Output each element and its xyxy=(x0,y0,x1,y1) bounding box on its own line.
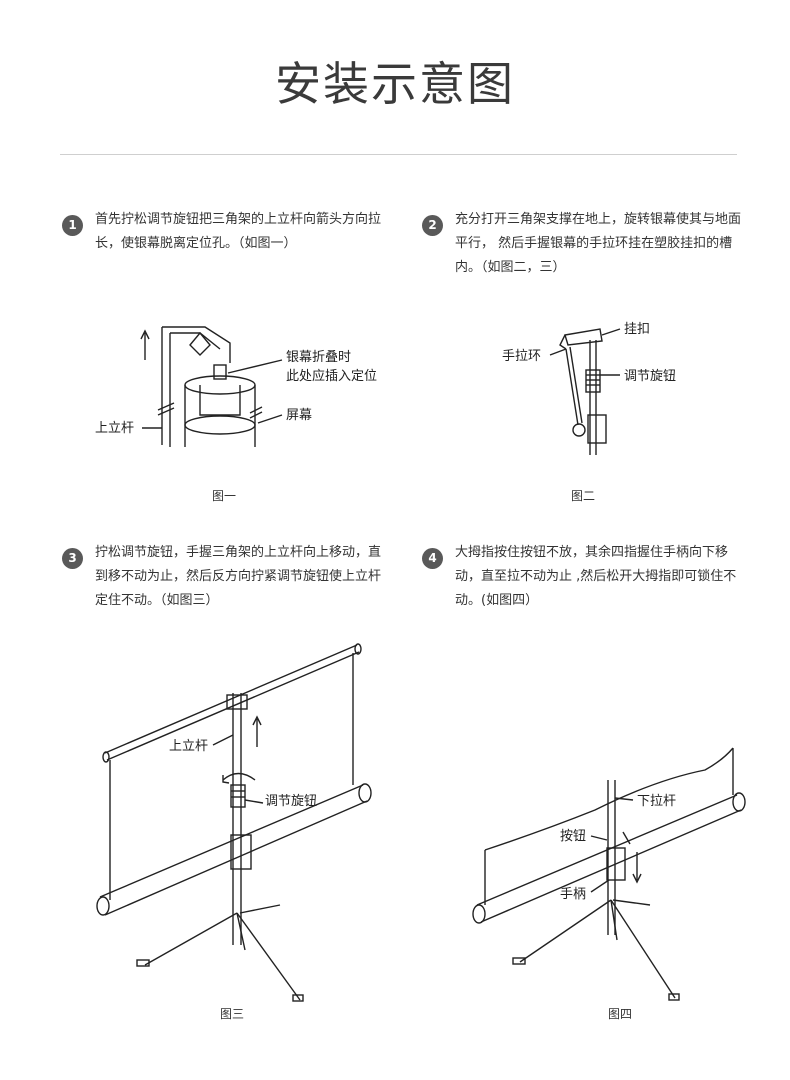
figure-3-caption: 图三 xyxy=(219,1007,244,1021)
divider xyxy=(60,154,737,155)
fig3-label-knob: 调节旋钮 xyxy=(265,794,317,809)
fig2-label-knob: 调节旋钮 xyxy=(624,369,676,384)
fig2-label-hook: 挂扣 xyxy=(624,322,650,337)
figure-4-caption: 图四 xyxy=(607,1007,632,1021)
fig2-label-ring: 手拉环 xyxy=(502,349,541,364)
step-1-badge: 1 xyxy=(62,215,83,236)
fig1-label-note1: 银幕折叠时 xyxy=(286,350,351,365)
fig4-label-handle: 手柄 xyxy=(560,887,586,902)
step-4-text: 大拇指按住按钮不放，其余四指握住手柄向下移动，直至拉不动为止 ,然后松开大拇指即… xyxy=(455,545,737,608)
fig1-label-screen: 屏幕 xyxy=(286,408,312,423)
figure-4-diagram: 下拉杆 按钮 手柄 xyxy=(472,747,746,1001)
fig4-label-button: 按钮 xyxy=(560,829,586,844)
figure-1-diagram: 上立杆 银幕折叠时 此处应插入定位 屏幕 xyxy=(95,326,377,447)
fig4-label-lower-rod: 下拉杆 xyxy=(637,794,676,809)
page-title: 安装示意图 xyxy=(275,57,515,111)
fig1-label-rod: 上立杆 xyxy=(95,421,134,436)
step-1-text: 首先拧松调节旋钮把三角架的上立杆向箭头方向拉长，使银幕脱离定位孔。（如图一） xyxy=(95,212,382,251)
step-4-badge: 4 xyxy=(422,548,443,569)
step-2-text: 充分打开三角架支撑在地上，旋转银幕使其与地面平行， 然后手握银幕的手拉环挂在塑胶… xyxy=(455,212,742,275)
step-3-text: 拧松调节旋钮，手握三角架的上立杆向上移动，直到移不动为止，然后反方向拧紧调节旋钮… xyxy=(95,545,382,608)
fig3-label-rod: 上立杆 xyxy=(169,739,208,754)
figure-1-caption: 图一 xyxy=(211,489,236,503)
step-3-badge: 3 xyxy=(62,548,83,569)
fig1-label-note2: 此处应插入定位 xyxy=(286,368,377,384)
step-2-badge: 2 xyxy=(422,215,443,236)
figure-2-caption: 图二 xyxy=(570,489,595,503)
figure-2-diagram: 挂扣 调节旋钮 手拉环 xyxy=(502,322,676,455)
figure-3-diagram: 上立杆 调节旋钮 xyxy=(96,643,372,1002)
